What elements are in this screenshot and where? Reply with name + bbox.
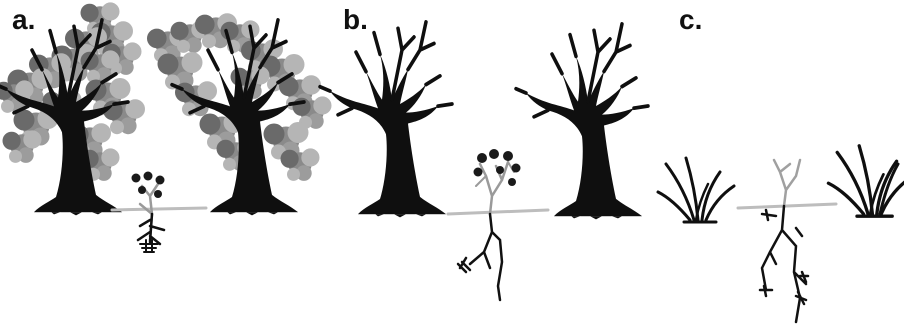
panel-b-label: b. bbox=[343, 4, 368, 35]
panel-a bbox=[0, 2, 332, 253]
panel-a-ground-line bbox=[110, 206, 208, 212]
panel-c bbox=[656, 144, 904, 324]
panel-c-ground-line bbox=[736, 202, 838, 210]
panel-b-ground-line bbox=[446, 208, 550, 216]
panel-b-right-tree bbox=[514, 22, 650, 222]
panel-c-grass-blade bbox=[878, 162, 900, 216]
panel-c-grass-tuft-right bbox=[826, 144, 904, 218]
panel-b-left-tree bbox=[318, 20, 454, 220]
panel-c-grass-tuft-left bbox=[656, 156, 736, 224]
panel-b-roots bbox=[456, 212, 504, 302]
panel-b-sapling bbox=[473, 149, 521, 216]
panel-a-seedling bbox=[131, 171, 166, 253]
panel-b bbox=[318, 20, 650, 302]
panel-c-label: c. bbox=[679, 4, 703, 35]
panel-c-roots bbox=[758, 204, 810, 324]
panel-c-resprout-shoot bbox=[772, 158, 802, 208]
panel-a-label: a. bbox=[12, 4, 36, 35]
